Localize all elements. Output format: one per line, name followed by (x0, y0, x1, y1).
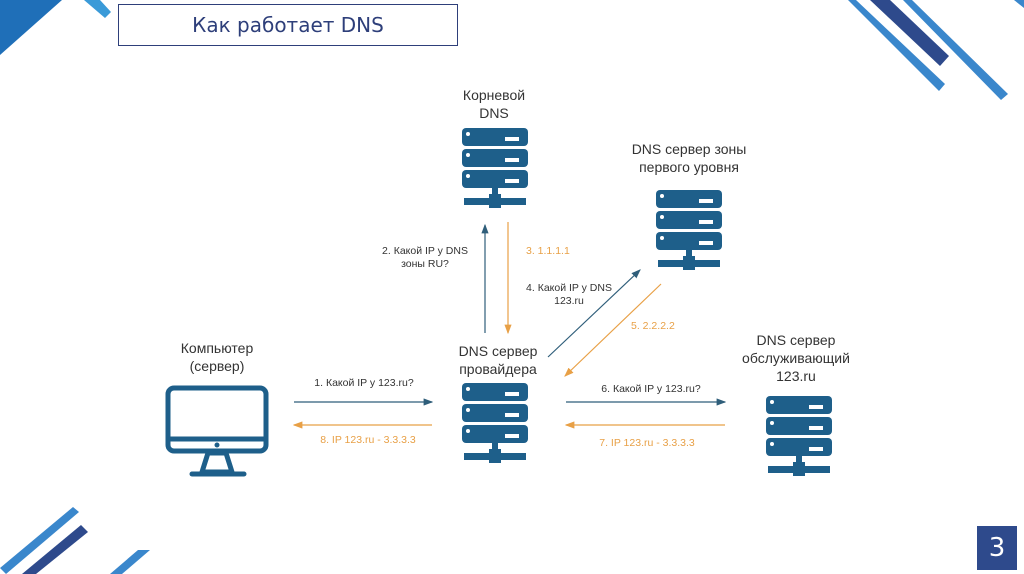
server-icon-auth (766, 396, 832, 476)
slide-title-box: Как работает DNS (118, 4, 458, 46)
step-4-label: 4. Какой IP у DNS 123.ru (526, 282, 612, 308)
stripe-bottom-left-2 (22, 525, 88, 574)
node-label-computer: Компьютер (сервер) (181, 339, 253, 375)
step-1-label: 1. Какой IP у 123.ru? (314, 377, 414, 389)
node-label-auth: DNS сервер обслуживающий 123.ru (742, 331, 850, 385)
stripe-top-right-3 (903, 0, 1008, 100)
stripe-bottom-left-3 (110, 550, 150, 574)
server-icon-tld (656, 190, 722, 270)
step-7-label: 7. IP 123.ru - 3.3.3.3 (599, 437, 695, 449)
step-5-label: 5. 2.2.2.2 (631, 320, 675, 332)
node-label-provider-line1: DNS сервер (458, 343, 538, 359)
stripe-top-right-1 (848, 0, 945, 91)
node-label-tld-line1: DNS сервер зоны (631, 141, 747, 157)
stripe-top-right-4 (1014, 0, 1024, 8)
arrow-step-4 (547, 269, 641, 358)
stripe-top-left-dark (0, 0, 62, 55)
step-8-label: 8. IP 123.ru - 3.3.3.3 (320, 434, 416, 446)
node-label-provider: DNS сервер провайдера (459, 342, 538, 378)
node-label-tld-line2: первого уровня (639, 159, 739, 175)
stripe-top-right-2 (870, 0, 949, 66)
node-label-tld: DNS сервер зоны первого уровня (632, 140, 747, 176)
step-2-label: 2. Какой IP у DNS зоны RU? (382, 245, 468, 271)
node-label-auth-line3: 123.ru (776, 368, 816, 384)
node-label-auth-line1: DNS сервер (756, 332, 836, 348)
step-4-label-line1: 4. Какой IP у DNS (526, 282, 612, 294)
node-label-provider-line2: провайдера (459, 361, 537, 377)
node-label-root-line1: Корневой (462, 87, 526, 103)
node-label-computer-line1: Компьютер (180, 340, 254, 356)
step-2-label-line1: 2. Какой IP у DNS (382, 245, 468, 257)
step-6-label: 6. Какой IP у 123.ru? (601, 383, 701, 395)
node-label-computer-line2: (сервер) (189, 358, 245, 374)
arrow-step-5 (564, 283, 662, 377)
monitor-icon (165, 385, 269, 477)
page-number: 3 (977, 526, 1017, 570)
stripe-top-left-light (84, 0, 111, 18)
step-2-label-line2: зоны RU? (401, 258, 449, 270)
step-4-label-line2: 123.ru (554, 295, 584, 307)
node-label-auth-line2: обслуживающий (742, 350, 850, 366)
step-3-label: 3. 1.1.1.1 (526, 245, 570, 257)
node-label-root-line2: DNS (479, 105, 509, 121)
slide-title: Как работает DNS (192, 13, 384, 37)
server-icon-root (462, 128, 528, 208)
stripe-bottom-left-1 (0, 507, 79, 574)
server-icon-provider (462, 383, 528, 463)
node-label-root: Корневой DNS (463, 86, 525, 122)
